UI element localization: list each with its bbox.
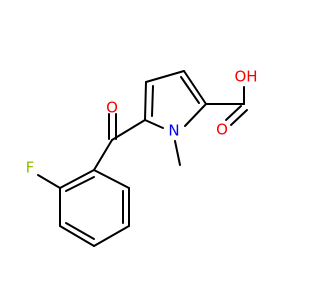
bond-ph4-ph5-inner [65, 222, 95, 240]
atom-label-hydroxyl: OH [234, 68, 257, 86]
structure-canvas: O OH O N F [26, 68, 258, 247]
atom-label-nitrogen: N [168, 122, 179, 140]
atom-label-fluorine: F [26, 159, 35, 177]
bond-c4-c5 [144, 81, 147, 121]
bond-c5-n1 [144, 119, 164, 129]
bond-c2-c3 [183, 70, 207, 105]
bond-c5-cket [111, 119, 146, 141]
bond-cacid-o-a [225, 105, 242, 121]
bond-ph6-ph1-inner [65, 176, 95, 192]
bond-c3-c4 [145, 70, 185, 83]
atom-label-oxygen-acid: O [216, 121, 228, 139]
bond-ph4-ph5 [59, 225, 95, 247]
bond-ph3-ph4 [93, 225, 130, 247]
bond-ph1-ph2 [93, 169, 130, 189]
bond-c2-c3-inner [180, 76, 200, 104]
bond-ph6-ph1 [59, 169, 95, 189]
bond-ph6-f [37, 174, 61, 189]
molecule-drawing: O OH O N F [26, 68, 258, 247]
bond-n1-c2 [184, 103, 207, 127]
bond-n1-methyl [174, 140, 181, 166]
bond-cacid-o-b [230, 109, 248, 126]
bond-c4-c5-inner [151, 85, 154, 117]
bond-cket-ph [93, 139, 113, 171]
atom-label-oxygen-ketone: O [106, 99, 118, 117]
